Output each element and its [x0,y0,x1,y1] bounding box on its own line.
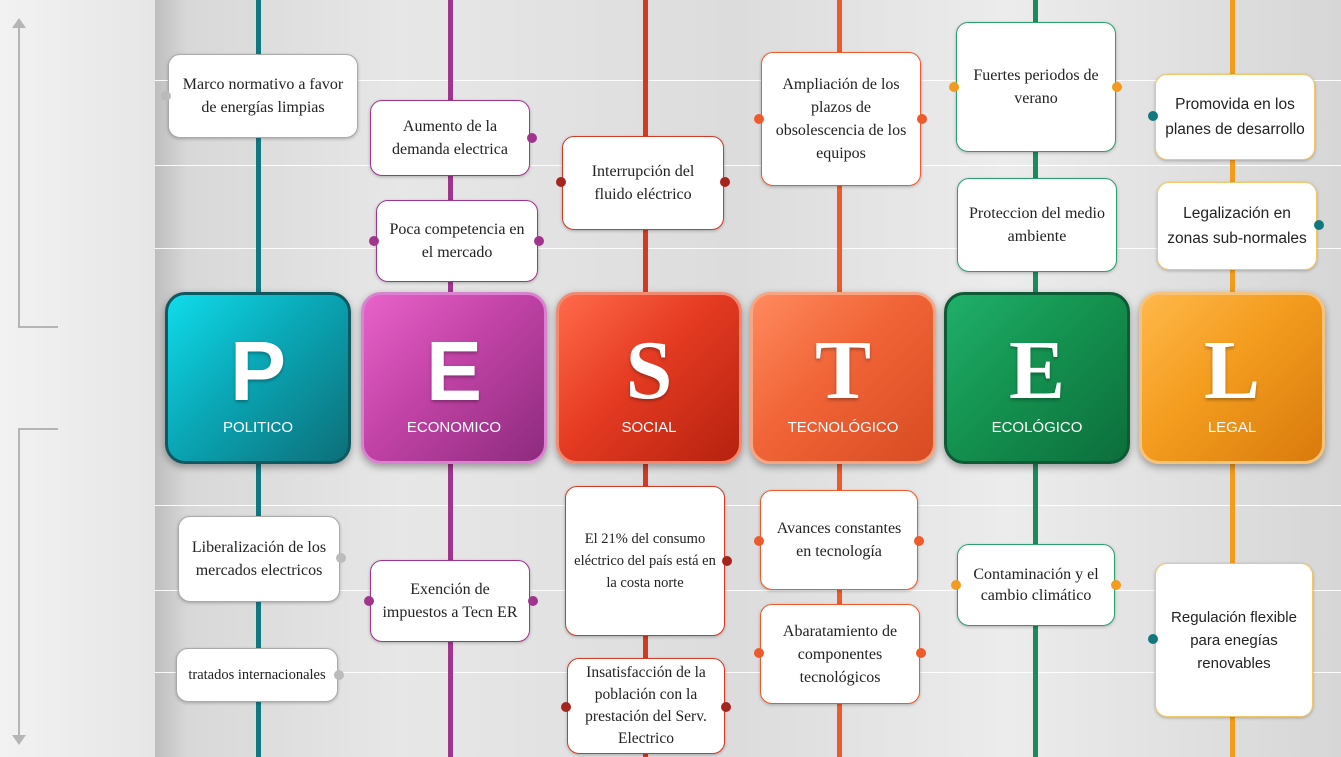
connector-dot [722,556,732,566]
connector-dot [951,580,961,590]
legal-card: Promovida en los planes de desarrollo [1155,74,1315,160]
social-card: Interrupción del fluido eléctrico [562,136,724,230]
connector-dot [161,91,171,101]
tile-social: S SOCIAL [556,292,742,464]
tile-letter: S [625,324,673,417]
tecnologico-card: Ampliación de los plazos de obsolescenci… [761,52,921,186]
guide-line [155,672,1341,673]
social-card: El 21% del consumo eléctrico del país es… [565,486,725,636]
connector-dot [364,596,374,606]
connector-dot [1111,580,1121,590]
tile-letter: L [1203,324,1261,417]
ecologico-card: Proteccion del medio ambiente [957,178,1117,272]
legal-card: Regulación flexible para enegías renovab… [1155,563,1313,717]
tile-letter: E [1008,324,1066,417]
arrow-down-icon [12,735,26,745]
tile-ecologico: E ECOLÓGICO [944,292,1130,464]
guide-line [155,165,1341,166]
tile-label: SOCIAL [621,419,677,436]
tile-letter: P [229,324,287,418]
top-bracket [18,28,58,328]
connector-dot [336,553,346,563]
connector-dot [914,536,924,546]
left-margin-panel [0,0,155,757]
connector-dot [334,670,344,680]
connector-dot [528,596,538,606]
economico-card: Exención de impuestos a Tecn ER [370,560,530,642]
politico-card: Liberalización de los mercados electrico… [178,516,340,602]
connector-dot [916,648,926,658]
guide-line [155,590,1341,591]
connector-dot [720,177,730,187]
bottom-bracket [18,428,58,740]
connector-dot [1148,111,1158,121]
connector-dot [1148,634,1158,644]
tile-label: POLITICO [222,419,293,436]
ecologico-card: Contaminación y el cambio climático [957,544,1115,626]
tile-label: ECOLÓGICO [991,419,1083,436]
tile-label: TECNOLÓGICO [787,419,899,436]
economico-card: Aumento de la demanda electrica [370,100,530,176]
politico-card: tratados internacionales [176,648,338,702]
guide-line [155,248,1341,249]
tile-letter: E [425,324,483,418]
tile-politico: P POLITICO [165,292,351,464]
arrow-up-icon [12,18,26,28]
legal-card: Legalización en zonas sub-normales [1157,182,1317,270]
connector-dot [754,114,764,124]
connector-dot [917,114,927,124]
tecnologico-card: Abaratamiento de componentes tecnológico… [760,604,920,704]
connector-dot [534,236,544,246]
connector-dot [1314,220,1324,230]
guide-line [155,505,1341,506]
tile-label: LEGAL [1207,419,1257,436]
tile-label: ECONOMICO [406,419,502,436]
tile-tecnologico: T TECNOLÓGICO [750,292,936,464]
guide-line [155,80,1341,81]
tile-economico: E ECONOMICO [361,292,547,464]
tecnologico-card: Avances constantes en tecnología [760,490,918,590]
politico-card: Marco normativo a favor de energías limp… [168,54,358,138]
tile-letter: T [814,324,872,417]
connector-dot [561,702,571,712]
connector-dot [721,702,731,712]
connector-dot [369,236,379,246]
connector-dot [527,133,537,143]
tile-legal: L LEGAL [1139,292,1325,464]
social-card: Insatisfacción de la población con la pr… [567,658,725,754]
connector-dot [754,536,764,546]
connector-dot [754,648,764,658]
connector-dot [1112,82,1122,92]
connector-dot [556,177,566,187]
connector-dot [949,82,959,92]
economico-card: Poca competencia en el mercado [376,200,538,282]
ecologico-card: Fuertes periodos de verano [956,22,1116,152]
